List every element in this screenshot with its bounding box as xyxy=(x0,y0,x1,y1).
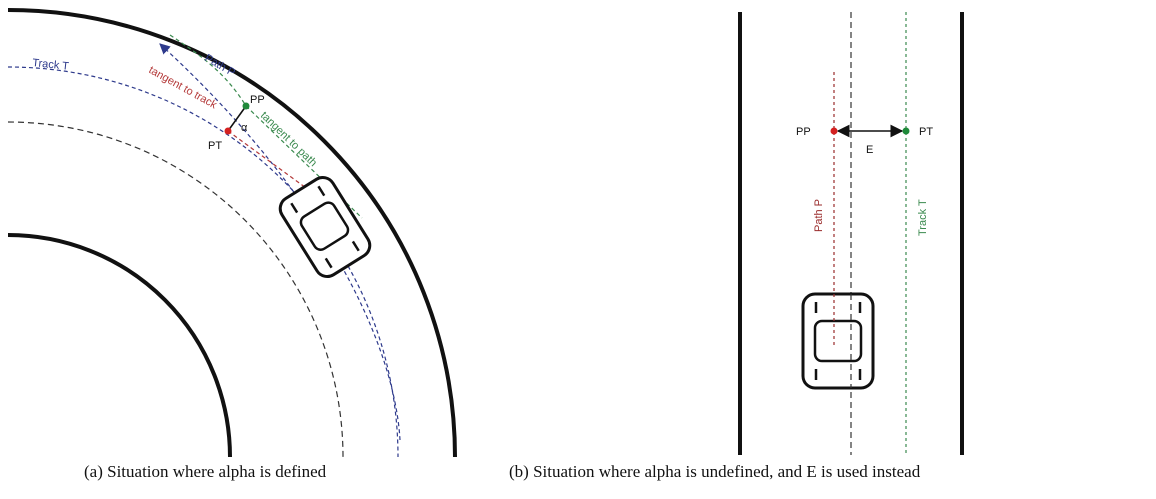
car-panel-a xyxy=(278,175,372,279)
pp-point-b xyxy=(830,127,838,135)
tangent-to-path-label: tangent to path xyxy=(258,110,319,170)
pp-point xyxy=(242,102,250,110)
track-t-line xyxy=(7,66,399,458)
pt-label: PT xyxy=(208,140,222,152)
car-panel-b xyxy=(801,292,875,390)
panel-b: PP PT E Path P Track T xyxy=(738,12,964,455)
tangent-to-track-label: tangent to track xyxy=(147,64,220,111)
caption-panel-b: (b) Situation where alpha is undefined, … xyxy=(509,462,921,481)
pt-label-b: PT xyxy=(919,126,933,138)
road-outer-edge xyxy=(7,8,457,458)
pp-label: PP xyxy=(250,94,265,106)
pp-label-b: PP xyxy=(796,126,811,138)
e-label: E xyxy=(866,144,873,156)
path-p-label-b: Path P xyxy=(813,199,825,232)
panel-a: Track T Path P tangent to track tangent … xyxy=(7,8,457,458)
lane-center-line xyxy=(7,121,344,458)
road-inner-edge xyxy=(7,233,232,458)
path-p-label: Path P xyxy=(203,52,238,79)
pt-point-b xyxy=(902,127,910,135)
alpha-label: α xyxy=(241,122,248,134)
path-p-green-segment xyxy=(169,34,247,107)
pt-point xyxy=(224,127,232,135)
track-t-label-b: Track T xyxy=(917,199,929,236)
pt-pp-connector xyxy=(227,105,247,132)
caption-panel-a: (a) Situation where alpha is defined xyxy=(84,462,327,481)
track-t-label: Track T xyxy=(32,57,70,73)
